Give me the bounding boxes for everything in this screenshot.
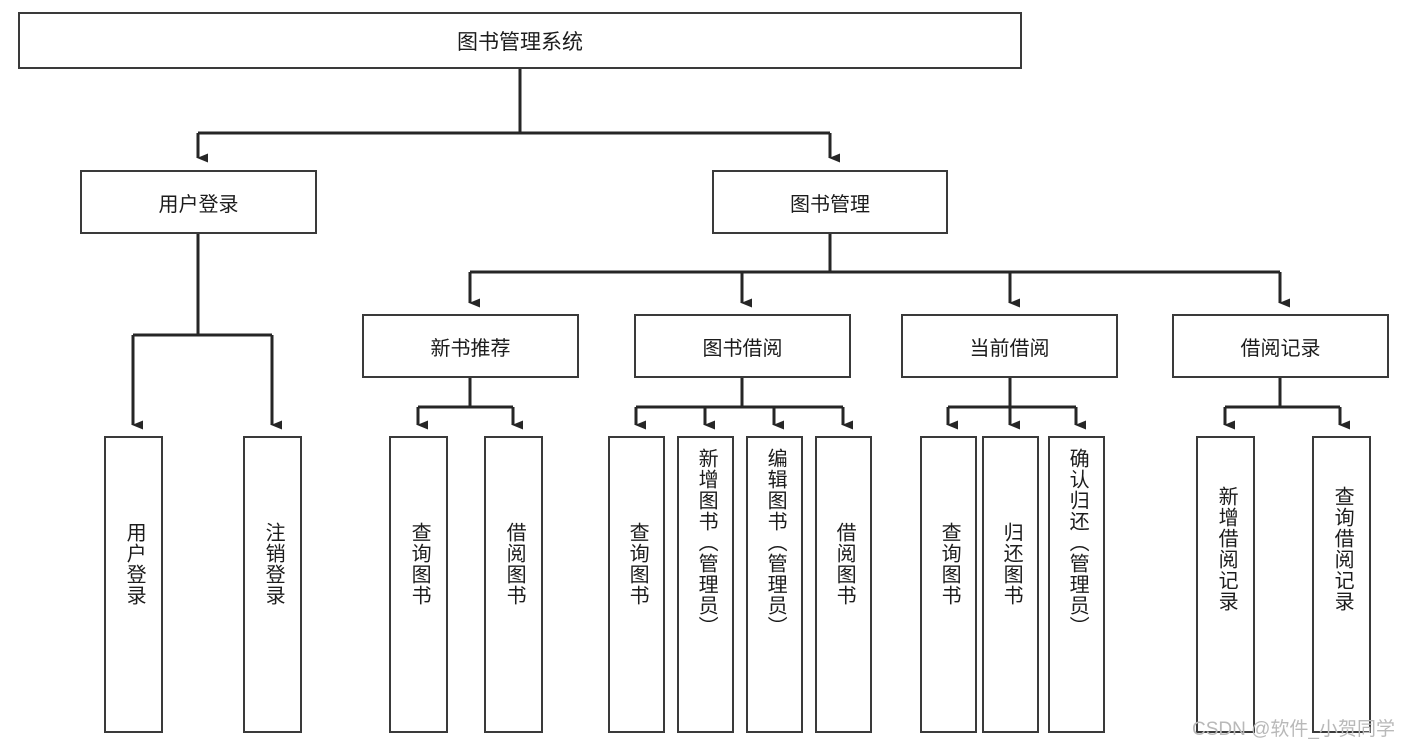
node-new-book-recommend[interactable]: 新书推荐 (362, 314, 579, 378)
node-label: 图书借阅 (702, 337, 783, 360)
node-root-book-management-system[interactable]: 图书管理系统 (18, 12, 1022, 69)
node-current-borrow[interactable]: 当前借阅 (901, 314, 1118, 378)
leaf-logout[interactable]: 注销登录 (243, 436, 302, 733)
node-label: 用户登录 (158, 193, 239, 216)
watermark-text: CSDN @软件_小贺同学 (1192, 719, 1395, 740)
node-label: 编辑图书（管理员） (764, 448, 787, 637)
leaf-query-book-current[interactable]: 查询图书 (920, 436, 977, 733)
leaf-borrow-book-recommend[interactable]: 借阅图书 (484, 436, 543, 733)
leaf-query-book-borrow[interactable]: 查询图书 (608, 436, 665, 733)
node-label: 借阅图书 (833, 522, 856, 606)
node-label: 图书管理 (790, 193, 870, 216)
leaf-query-book-recommend[interactable]: 查询图书 (389, 436, 448, 733)
node-label: 新增图书（管理员） (695, 448, 718, 637)
node-user-login[interactable]: 用户登录 (80, 170, 317, 234)
node-label: 图书管理系统 (457, 30, 583, 54)
leaf-return-book[interactable]: 归还图书 (982, 436, 1039, 733)
leaf-query-borrow-record[interactable]: 查询借阅记录 (1312, 436, 1371, 733)
node-label: 借阅图书 (503, 522, 526, 606)
node-label: 查询图书 (626, 522, 649, 606)
node-book-borrow[interactable]: 图书借阅 (634, 314, 851, 378)
leaf-edit-book-admin[interactable]: 编辑图书（管理员） (746, 436, 803, 733)
node-label: 查询借阅记录 (1331, 486, 1354, 612)
leaf-user-login[interactable]: 用户登录 (104, 436, 163, 733)
leaf-add-borrow-record[interactable]: 新增借阅记录 (1196, 436, 1255, 733)
node-label: 当前借阅 (969, 337, 1050, 360)
node-label: 用户登录 (123, 522, 146, 606)
node-label: 归还图书 (1000, 522, 1023, 606)
node-borrow-record[interactable]: 借阅记录 (1172, 314, 1389, 378)
node-label: 新书推荐 (430, 337, 511, 360)
node-label: 注销登录 (262, 522, 285, 606)
leaf-add-book-admin[interactable]: 新增图书（管理员） (677, 436, 734, 733)
node-label: 查询图书 (408, 522, 431, 606)
leaf-confirm-return-admin[interactable]: 确认归还（管理员） (1048, 436, 1105, 733)
node-label: 查询图书 (938, 522, 961, 606)
leaf-borrow-book[interactable]: 借阅图书 (815, 436, 872, 733)
node-label: 借阅记录 (1240, 337, 1321, 360)
node-label: 确认归还（管理员） (1066, 448, 1089, 637)
node-label: 新增借阅记录 (1215, 486, 1238, 612)
node-book-management[interactable]: 图书管理 (712, 170, 948, 234)
